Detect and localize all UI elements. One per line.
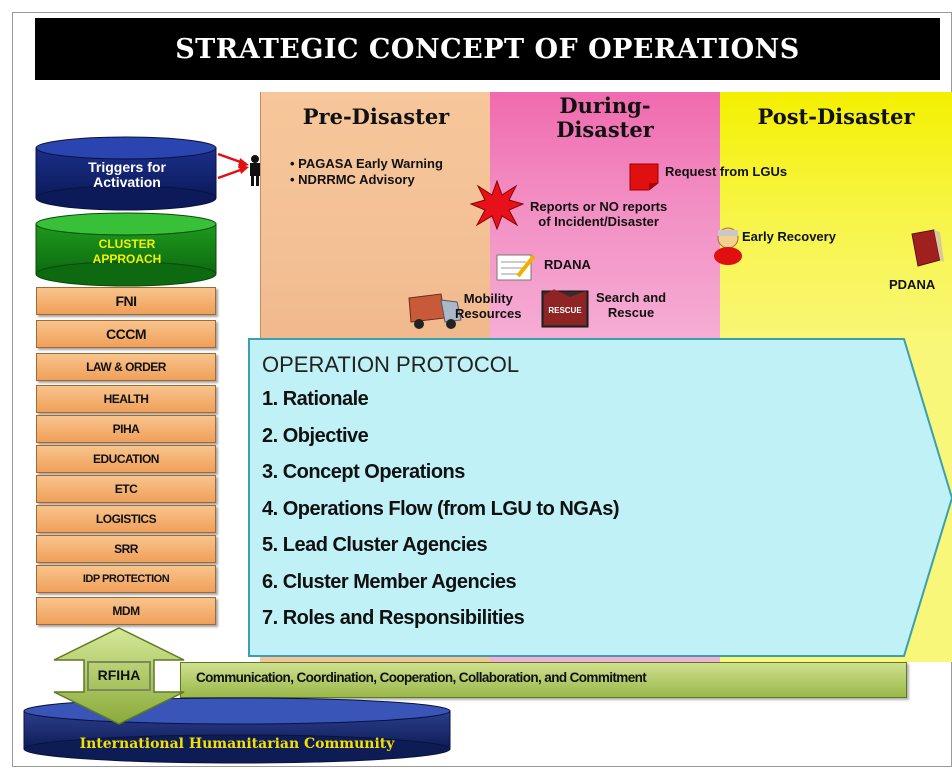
trigger-item-ndrrmc: • NDRRMC Advisory bbox=[290, 172, 415, 187]
protocol-item-flow: 4. Operations Flow (from LGU to NGAs) bbox=[262, 497, 620, 520]
trigger-items: • PAGASA Early Warning • NDRRMC Advisory bbox=[290, 156, 443, 188]
triggers-label: Triggers for Activation bbox=[88, 159, 166, 190]
cluster-cccm: CCCM bbox=[36, 320, 216, 348]
cluster-idp-protection: IDP PROTECTION bbox=[36, 565, 216, 593]
truck-icon bbox=[408, 293, 462, 329]
phase-pre-heading: Pre-Disaster bbox=[302, 104, 450, 129]
five-c-label: Communication, Coordination, Cooperation… bbox=[196, 670, 647, 685]
rescue-sign-label: RESCUE bbox=[548, 306, 582, 315]
cluster-health: HEALTH bbox=[36, 385, 216, 413]
rfiha-label: RFIHA bbox=[97, 667, 141, 683]
protocol-item-concept: 3. Concept Operations bbox=[262, 461, 465, 483]
phase-during-heading: During- Disaster bbox=[556, 93, 654, 142]
cluster-approach-cylinder-icon bbox=[35, 212, 217, 287]
pdana-book-icon bbox=[911, 229, 944, 267]
cluster-fni: FNI bbox=[36, 287, 216, 315]
explosion-icon bbox=[470, 180, 524, 230]
protocol-item-member-agencies: 6. Cluster Member Agencies bbox=[262, 570, 517, 593]
protocol-title: OPERATION PROTOCOL bbox=[262, 352, 520, 377]
cluster-education: EDUCATION bbox=[36, 445, 216, 473]
protocol-item-roles: 7. Roles and Responsibilities bbox=[262, 607, 525, 629]
ihc-label: International Humanitarian Community bbox=[79, 736, 395, 752]
person-icon bbox=[250, 155, 260, 186]
operation-protocol-arrow bbox=[248, 338, 952, 657]
rfiha-double-arrow-icon bbox=[53, 627, 185, 725]
cluster-logistics: LOGISTICS bbox=[36, 505, 216, 533]
mobility-resources: Mobility Resources bbox=[455, 291, 522, 321]
cluster-mdm: MDM bbox=[36, 597, 216, 625]
protocol-item-lead-agencies: 5. Lead Cluster Agencies bbox=[262, 534, 488, 556]
cluster-etc: ETC bbox=[36, 475, 216, 503]
early-recovery: Early Recovery bbox=[742, 229, 836, 244]
trigger-item-pagasa: • PAGASA Early Warning bbox=[290, 156, 443, 171]
pdana-label: PDANA bbox=[889, 277, 936, 292]
trigger-arrows-icon bbox=[217, 152, 249, 180]
rdana-label: RDANA bbox=[544, 257, 591, 272]
cluster-srr: SRR bbox=[36, 535, 216, 563]
rescue-sign-icon bbox=[541, 289, 589, 328]
diagram-title: STRATEGIC CONCEPT OF OPERATIONS bbox=[35, 18, 940, 80]
cluster-piha: PIHA bbox=[36, 415, 216, 443]
triggers-cylinder-icon bbox=[35, 136, 217, 211]
cluster-approach-label: CLUSTER APPROACH bbox=[92, 237, 162, 266]
cluster-law-order: LAW & ORDER bbox=[36, 353, 216, 381]
reports-of-incident: Reports or NO reports of Incident/Disast… bbox=[530, 199, 668, 229]
request-from-lgus: Request from LGUs bbox=[665, 164, 788, 179]
protocol-item-objective: 2. Objective bbox=[262, 424, 369, 447]
phase-post-disaster: Post-Disaster bbox=[720, 92, 952, 352]
five-c-band bbox=[180, 662, 907, 698]
protocol-item-rationale: 1. Rationale bbox=[262, 388, 369, 410]
request-document-icon bbox=[629, 163, 659, 191]
search-and-rescue: Search and Rescue bbox=[596, 290, 667, 320]
operation-protocol-panel: OPERATION PROTOCOL 1. Rationale 2. Objec… bbox=[262, 352, 620, 644]
phase-post-heading: Post-Disaster bbox=[757, 104, 915, 129]
rdana-notepad-icon bbox=[496, 254, 536, 281]
early-recovery-person-icon bbox=[714, 227, 742, 265]
phase-during-disaster: During- Disaster bbox=[490, 92, 720, 352]
